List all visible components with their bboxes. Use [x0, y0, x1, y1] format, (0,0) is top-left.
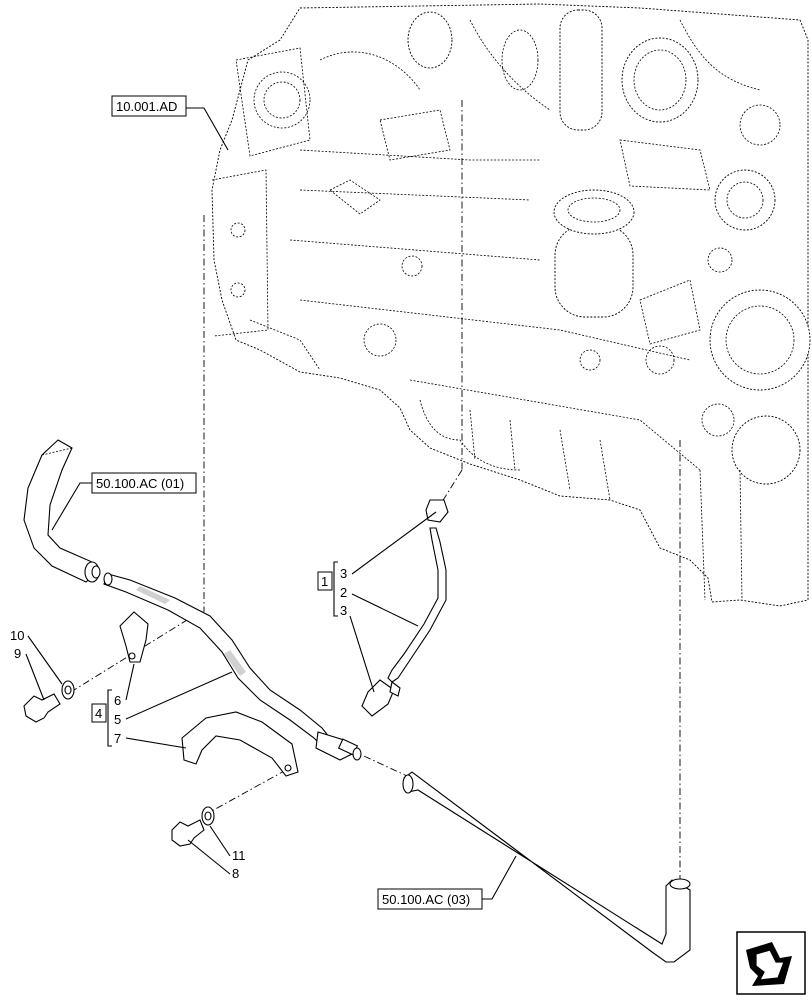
callout-1: 1	[321, 574, 328, 589]
small-pipe	[361, 499, 449, 717]
callout-8: 8	[232, 866, 239, 881]
engine-reference-label[interactable]: 10.001.AD	[116, 99, 177, 114]
previous-page-arrow-icon[interactable]	[736, 931, 806, 995]
lower-hose-reference-leader	[482, 855, 517, 900]
callout-fasteners-lower: 11 8	[187, 825, 246, 881]
engine-reference[interactable]: 10.001.AD	[111, 95, 187, 117]
callout-3-top: 3	[340, 566, 347, 581]
callout-9: 9	[14, 646, 21, 661]
callout-group-1: 1 3 2 3	[317, 511, 437, 693]
callout-group-4: 4 6 5 7	[91, 663, 233, 749]
callout-5: 5	[114, 712, 121, 727]
upper-hose	[23, 439, 101, 583]
callout-fasteners-upper: 10 9	[10, 628, 63, 701]
coolant-tube	[103, 572, 362, 761]
lower-hose-reference[interactable]: 50.100.AC (03)	[377, 888, 483, 910]
callout-2: 2	[340, 585, 347, 600]
engine-reference-leader	[186, 107, 229, 151]
lower-hose-reference-label[interactable]: 50.100.AC (03)	[382, 892, 470, 907]
callout-4: 4	[95, 706, 102, 721]
upper-hose-reference[interactable]: 50.100.AC (01)	[91, 472, 197, 494]
callout-10: 10	[10, 628, 24, 643]
engine-assembly	[211, 3, 811, 607]
callout-6: 6	[114, 693, 121, 708]
upper-hose-reference-leader	[51, 482, 92, 531]
callout-3-bottom: 3	[340, 603, 347, 618]
brackets	[119, 611, 299, 777]
lower-hose	[402, 771, 691, 963]
fasteners	[23, 680, 215, 847]
callout-11: 11	[232, 848, 246, 863]
callout-7: 7	[114, 731, 121, 746]
upper-hose-reference-label[interactable]: 50.100.AC (01)	[96, 476, 184, 491]
